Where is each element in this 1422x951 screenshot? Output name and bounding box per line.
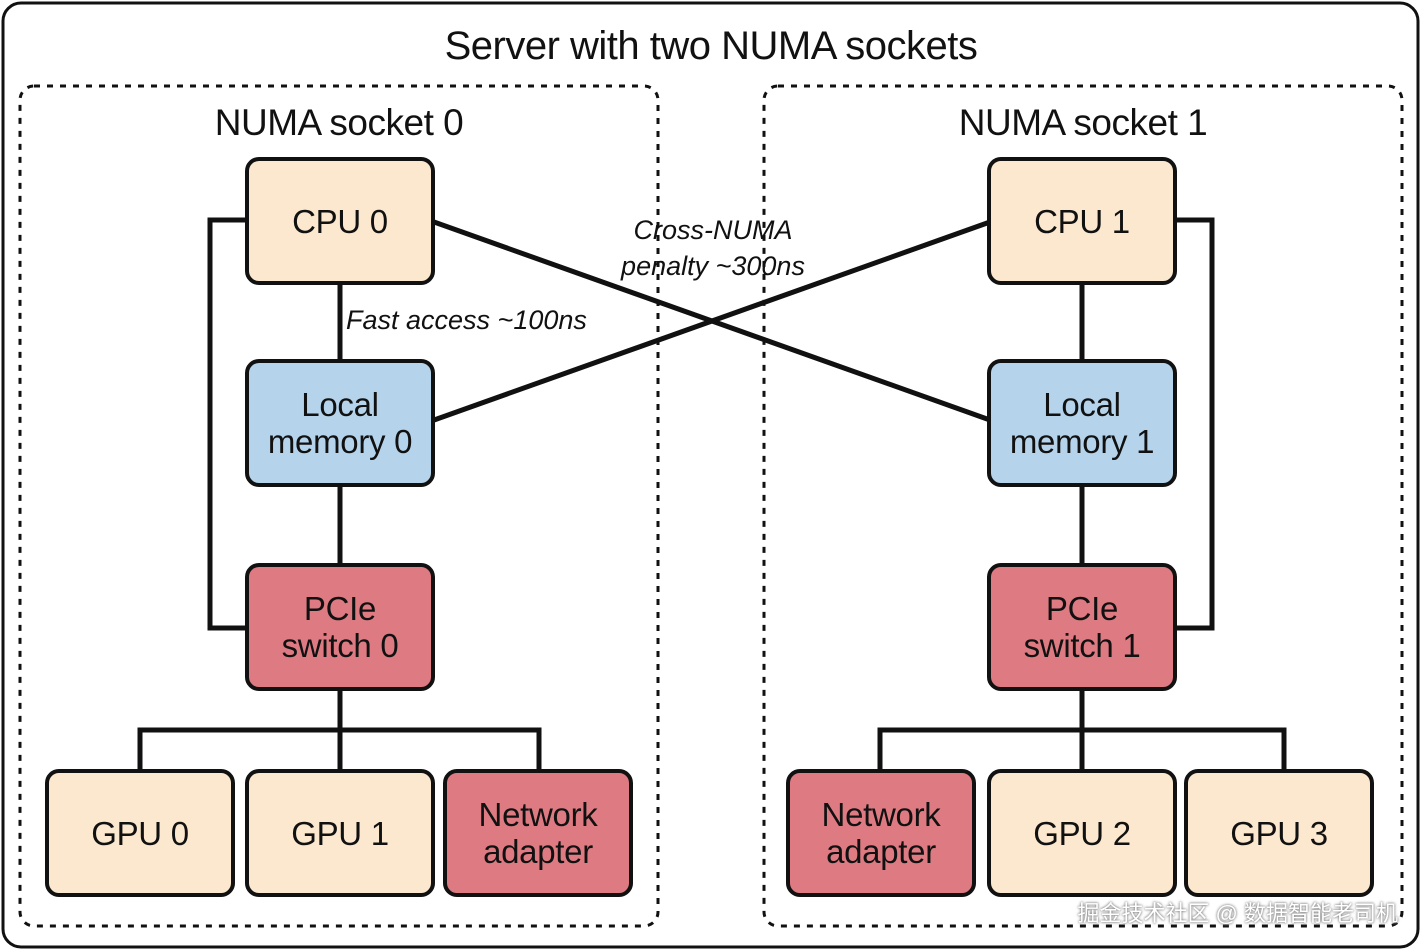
- socket-1-frame: [762, 84, 1404, 928]
- gpu-1-box: GPU 1: [245, 769, 435, 897]
- cpu-0-box: CPU 0: [245, 157, 435, 285]
- pcie-switch-1-label: PCIe switch 1: [1023, 590, 1141, 664]
- socket-0-frame: [18, 84, 660, 928]
- cross-numa-annotation: Cross-NUMA penalty ~300ns: [600, 212, 826, 284]
- gpu-2-label: GPU 2: [1033, 814, 1131, 852]
- network-adapter-0-label: Network adapter: [478, 796, 598, 870]
- pcie-switch-0-label: PCIe switch 0: [281, 590, 399, 664]
- watermark: 掘金技术社区 @ 数据智能老司机: [1077, 901, 1398, 926]
- gpu-0-label: GPU 0: [91, 814, 189, 852]
- cross-link-cpu1-memory0: [430, 218, 994, 424]
- gpu-3-box: GPU 3: [1184, 769, 1374, 897]
- link-cpu0-pcie0: [207, 217, 248, 631]
- socket-1-title: NUMA socket 1: [958, 102, 1208, 143]
- diagram-title: Server with two NUMA sockets: [444, 24, 978, 68]
- gpu-0-box: GPU 0: [45, 769, 235, 897]
- gpu-2-box: GPU 2: [987, 769, 1177, 897]
- pcie-switch-0-box: PCIe switch 0: [245, 563, 435, 691]
- cpu-1-box: CPU 1: [987, 157, 1177, 285]
- memory-1-box: Local memory 1: [987, 359, 1177, 487]
- memory-0-label: Local memory 0: [267, 386, 413, 460]
- pcie-switch-1-box: PCIe switch 1: [987, 563, 1177, 691]
- network-adapter-1-box: Network adapter: [786, 769, 976, 897]
- fast-access-annotation: Fast access ~100ns: [346, 305, 587, 335]
- link-cpu1-pcie1: [1174, 217, 1215, 631]
- gpu-3-label: GPU 3: [1230, 814, 1328, 852]
- network-adapter-0-box: Network adapter: [443, 769, 633, 897]
- memory-0-box: Local memory 0: [245, 359, 435, 487]
- cross-numa-label: Cross-NUMA penalty ~300ns: [621, 215, 805, 281]
- cpu-0-label: CPU 0: [292, 202, 388, 240]
- gpu-1-label: GPU 1: [291, 814, 389, 852]
- memory-1-label: Local memory 1: [1009, 386, 1155, 460]
- cpu-1-label: CPU 1: [1034, 202, 1130, 240]
- network-adapter-1-label: Network adapter: [821, 796, 941, 870]
- socket-0-title: NUMA socket 0: [214, 102, 464, 143]
